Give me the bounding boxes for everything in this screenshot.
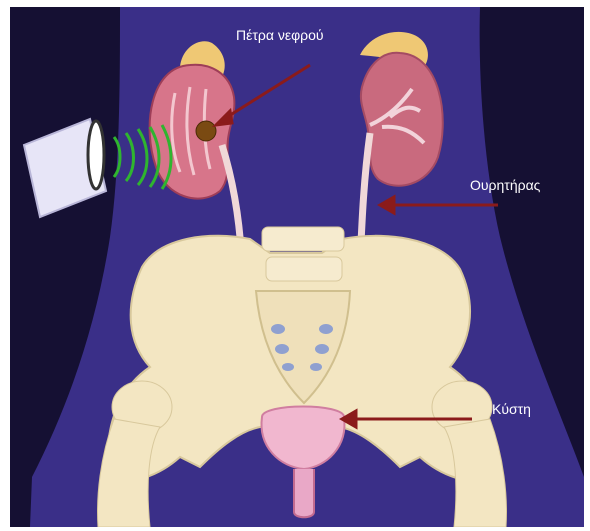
label-kidney-stone: Πέτρα νεφρού: [236, 27, 324, 43]
urinary-system-diagram: [10, 7, 584, 527]
label-bladder: Κύστη: [492, 401, 531, 417]
vertebra-2: [266, 257, 342, 281]
label-ureter: Ουρητήρας: [470, 177, 540, 193]
kidney-left: [150, 65, 235, 199]
urethra: [294, 469, 314, 517]
kidney-right: [361, 53, 443, 186]
lithotripter-device: [24, 119, 106, 217]
illustration-frame: Πέτρα νεφρού Ουρητήρας Κύστη: [10, 7, 584, 527]
vertebra-1: [262, 227, 344, 251]
kidney-stone: [196, 121, 216, 141]
